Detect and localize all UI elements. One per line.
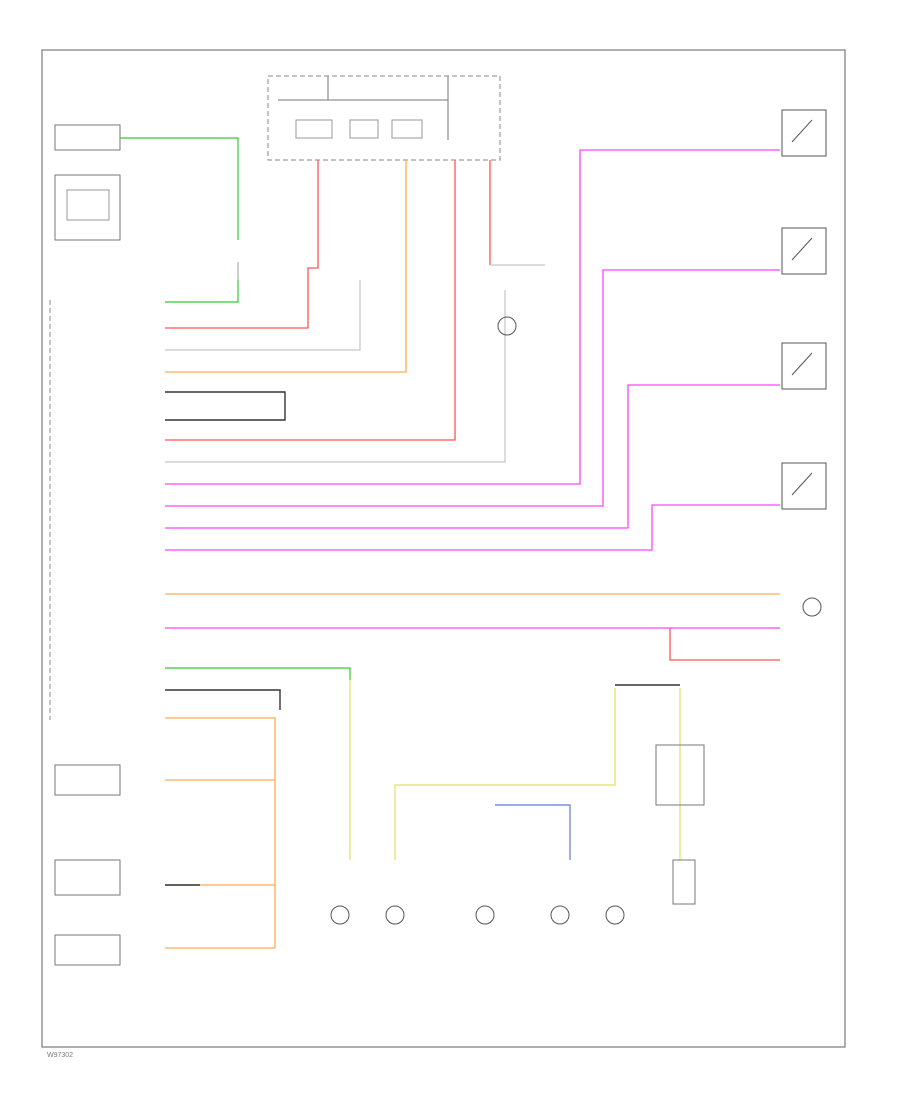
diagram-frame <box>41 49 846 1048</box>
wire-dark <box>165 391 680 886</box>
wire-yellow <box>349 680 681 860</box>
door-switch-right-front <box>781 109 827 157</box>
wire-green-top <box>120 137 351 680</box>
fuse-junction-box <box>267 75 501 161</box>
door-switch-left-front <box>781 227 827 275</box>
wire-magenta <box>165 149 780 629</box>
lamp-bulb-icon <box>330 316 822 925</box>
door-switch-right-rear <box>781 342 827 390</box>
overhead-console-module <box>54 174 121 241</box>
wire-gray <box>165 262 545 463</box>
hood-switch-module <box>54 124 121 151</box>
cluster-lamp-modules <box>54 764 121 966</box>
door-switch-left-rear <box>781 462 827 510</box>
diagram-code: W97302 <box>47 1052 73 1059</box>
wire-orange <box>165 160 780 949</box>
wire-red <box>165 160 780 661</box>
relay-box-lower <box>655 744 705 905</box>
wire-blue <box>495 804 571 860</box>
